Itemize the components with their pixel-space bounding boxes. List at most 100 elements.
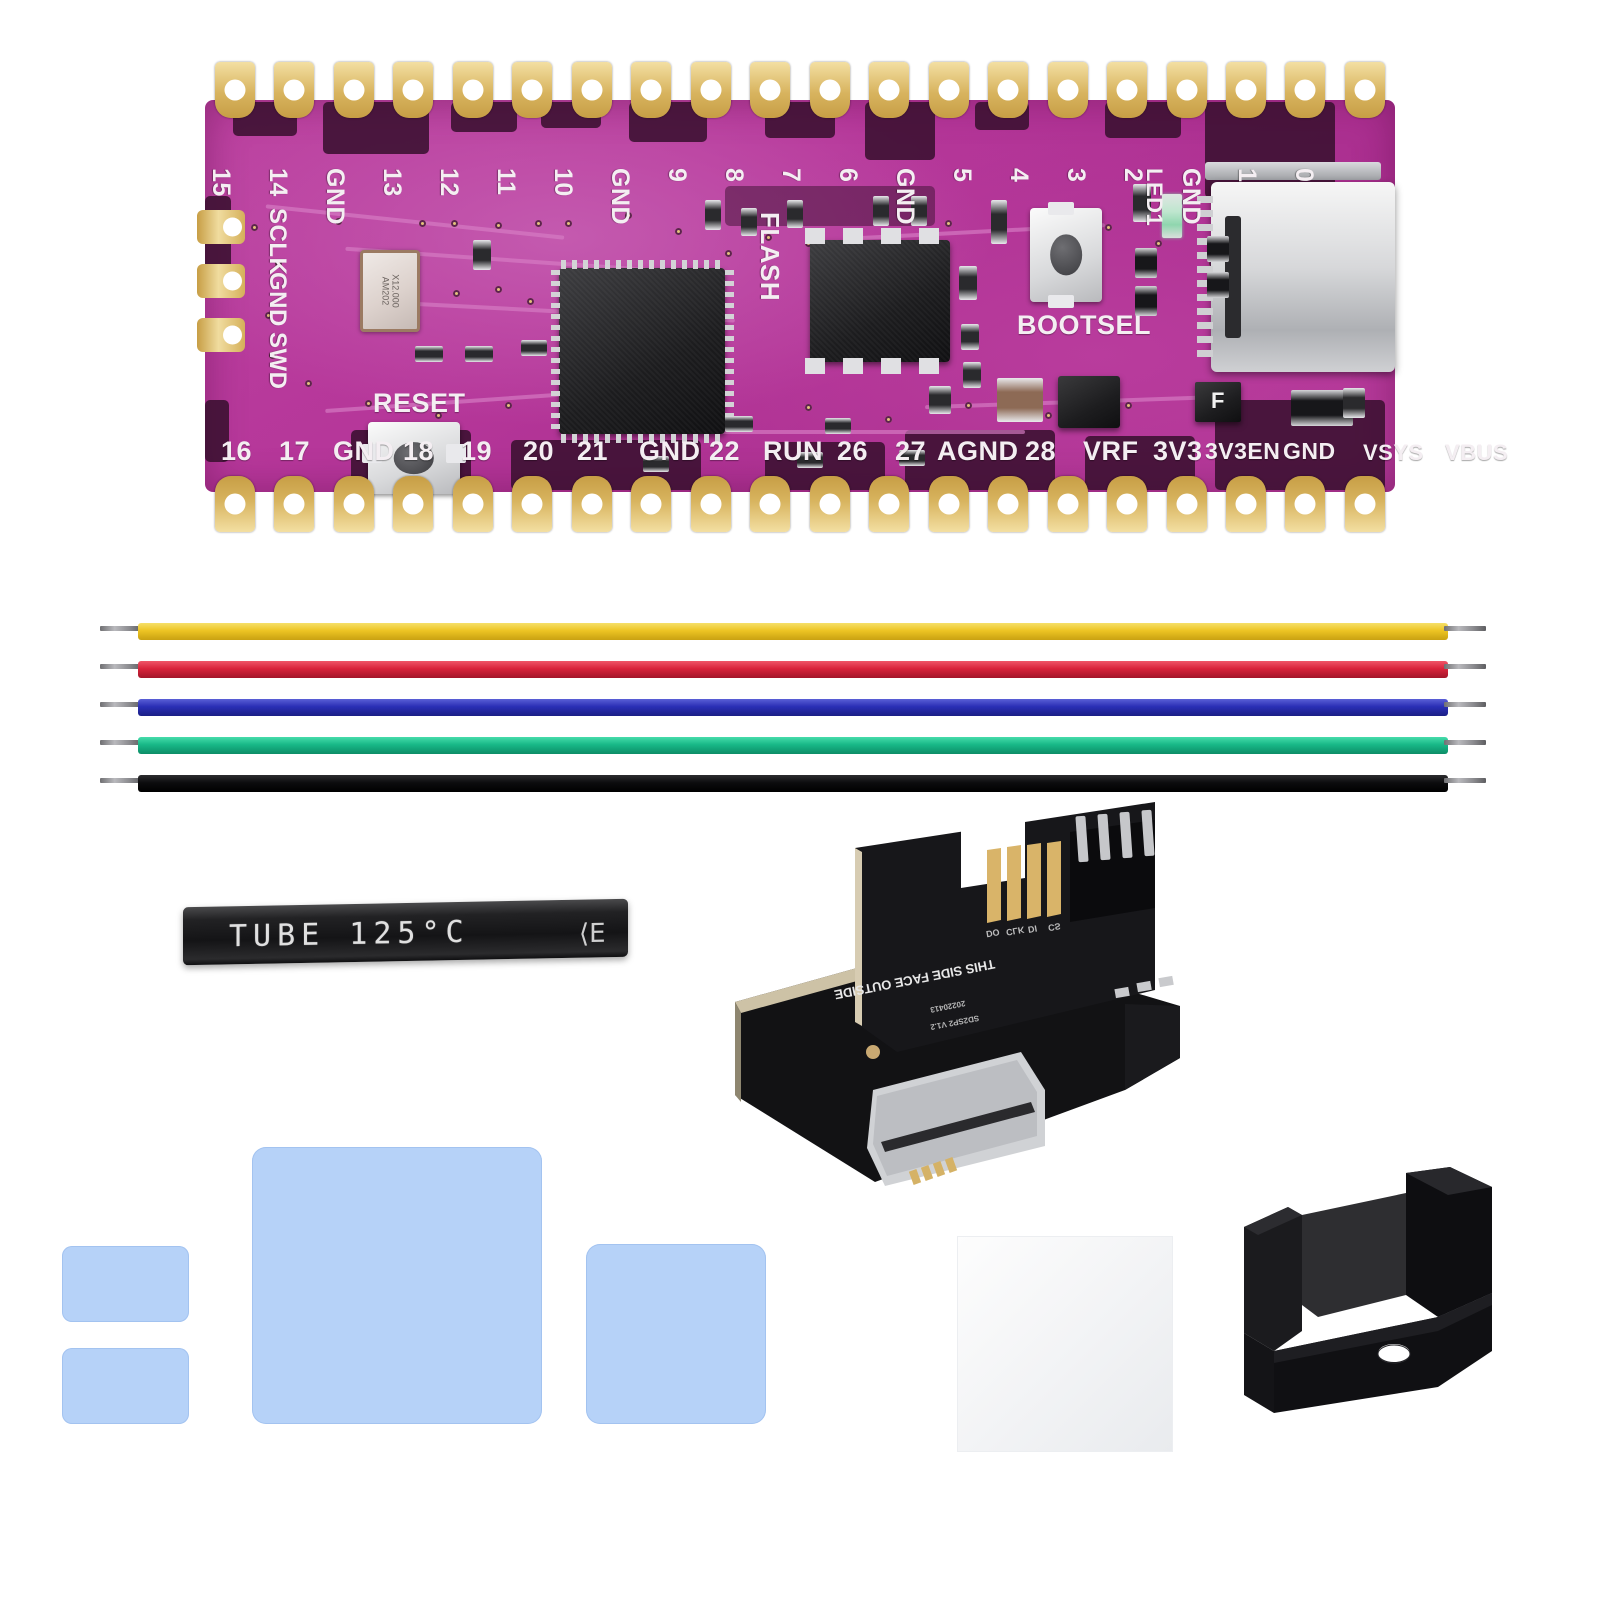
silk-label-swd: SWD [264, 332, 291, 390]
silk-label-reset: RESET [373, 388, 466, 418]
rp2040-chip [559, 268, 725, 434]
pin-pad[interactable] [512, 62, 553, 118]
silk-bot-18: 18 [403, 436, 435, 466]
bracket-right-upright [1406, 1167, 1492, 1317]
wire-red [138, 661, 1448, 678]
silk-top-11: 11 [492, 168, 520, 196]
diode [1291, 390, 1353, 426]
pin-pad[interactable] [631, 62, 672, 118]
silk-top-5: 5 [948, 168, 976, 183]
pin-pad[interactable] [1107, 62, 1148, 118]
pin-pad[interactable] [988, 476, 1029, 532]
pin-pad[interactable] [274, 62, 315, 118]
tube-label: TUBE 125°C [229, 914, 470, 955]
wire-tip-right [1444, 626, 1486, 631]
pin-pad[interactable] [750, 476, 791, 532]
silk-bot-17: 17 [279, 436, 311, 466]
silk-top-9: 9 [663, 168, 691, 183]
silk-bot-26: 26 [837, 436, 869, 466]
pin-pad[interactable] [988, 62, 1029, 118]
silk-bot-vrf: VRF [1083, 436, 1139, 466]
silk-top-4: 4 [1005, 168, 1033, 183]
pin-pad[interactable] [809, 62, 850, 118]
silk-top-gnd3: GND [891, 168, 919, 226]
pin-pad[interactable] [1285, 62, 1326, 118]
pin-pad[interactable] [1107, 476, 1148, 532]
adapter-edge-contacts [908, 1157, 958, 1185]
pin-pad[interactable] [690, 62, 731, 118]
tantalum-cap [997, 378, 1043, 422]
silk-bot-gnd2: GND [639, 436, 701, 466]
pin-pad[interactable] [393, 476, 434, 532]
pin-pad[interactable] [809, 476, 850, 532]
pin-pad[interactable] [1166, 62, 1207, 118]
pin-pad[interactable] [928, 62, 969, 118]
pin-pad[interactable] [1047, 476, 1088, 532]
bootsel-button[interactable] [1030, 202, 1102, 308]
pin-pad[interactable] [571, 62, 612, 118]
pin-pad[interactable] [215, 476, 255, 532]
crystal-marking-1: X12.000 [390, 274, 401, 308]
mounting-bracket [1238, 1165, 1506, 1419]
bracket-left-upright [1244, 1207, 1302, 1351]
pcb-substrate: SCLK GND SWD X12.000 AM202 RESET FLASH [197, 100, 1508, 494]
pin-pad[interactable] [452, 62, 493, 118]
silk-bot-20: 20 [523, 436, 555, 466]
silk-label-sclk: SCLK [264, 208, 291, 276]
pin-pad[interactable] [452, 476, 493, 532]
pin-pad[interactable] [1225, 476, 1266, 532]
pin-pad[interactable] [1166, 476, 1207, 532]
bracket-screw-hole [1378, 1344, 1410, 1362]
silk-top-12: 12 [435, 168, 463, 197]
copper-pour [205, 400, 229, 462]
pin-pad[interactable] [1047, 62, 1088, 118]
wire-tip-left [100, 664, 142, 669]
wire-tip-right [1444, 664, 1486, 669]
pin-pad[interactable] [1344, 476, 1385, 532]
silk-bot-agnd: AGND [937, 436, 1019, 466]
wire-tip-left [100, 740, 142, 745]
usb-c-connector[interactable] [1211, 182, 1395, 372]
silk-top-8: 8 [720, 168, 748, 183]
pin-pad[interactable] [690, 476, 731, 532]
silk-bot-22: 22 [709, 436, 741, 466]
chip-pins-bottom [561, 434, 723, 443]
silk-top-0: 0 [1290, 168, 1318, 183]
flash-pins-top [805, 228, 955, 244]
pin-pad[interactable] [274, 476, 315, 532]
pin-pad[interactable] [571, 476, 612, 532]
pin-pad[interactable] [1344, 62, 1385, 118]
pin-pad[interactable] [869, 62, 910, 118]
silk-top-7: 7 [777, 168, 805, 183]
pin-pad[interactable] [631, 476, 672, 532]
wire-tip-right [1444, 702, 1486, 707]
silk-top-15: 15 [207, 168, 235, 197]
wire-blue [138, 699, 1448, 716]
adapter-header-block [1070, 820, 1155, 922]
pin-pad[interactable] [1285, 476, 1326, 532]
pin-pad[interactable] [393, 62, 434, 118]
adapter-geometry [735, 802, 1180, 1186]
pin-pad[interactable] [869, 476, 910, 532]
pin-pad[interactable] [333, 476, 374, 532]
silk-top-gnd1: GND [321, 168, 349, 226]
pin-pad[interactable] [512, 476, 553, 532]
silk-label-flash: FLASH [755, 212, 785, 302]
pin-pad[interactable] [750, 62, 791, 118]
pin-pad[interactable] [333, 62, 374, 118]
adapter-finger-label-di: DI [1027, 923, 1038, 935]
silk-bot-19: 19 [461, 436, 493, 466]
silk-top-gnd2: GND [606, 168, 634, 226]
silk-top-led1: LED1 [1142, 168, 1167, 227]
flash-pins-bottom [805, 358, 955, 374]
pin-pad[interactable] [215, 62, 255, 118]
jumper-wire-set [0, 600, 1601, 792]
silk-top-3: 3 [1062, 168, 1090, 183]
pin-pad[interactable] [928, 476, 969, 532]
wire-tip-left [100, 702, 142, 707]
tube-ce-mark: ⟨Ε [579, 918, 606, 950]
pcb-trace [265, 204, 565, 240]
pin-pad[interactable] [1225, 62, 1266, 118]
pcb-trace [605, 430, 1025, 434]
